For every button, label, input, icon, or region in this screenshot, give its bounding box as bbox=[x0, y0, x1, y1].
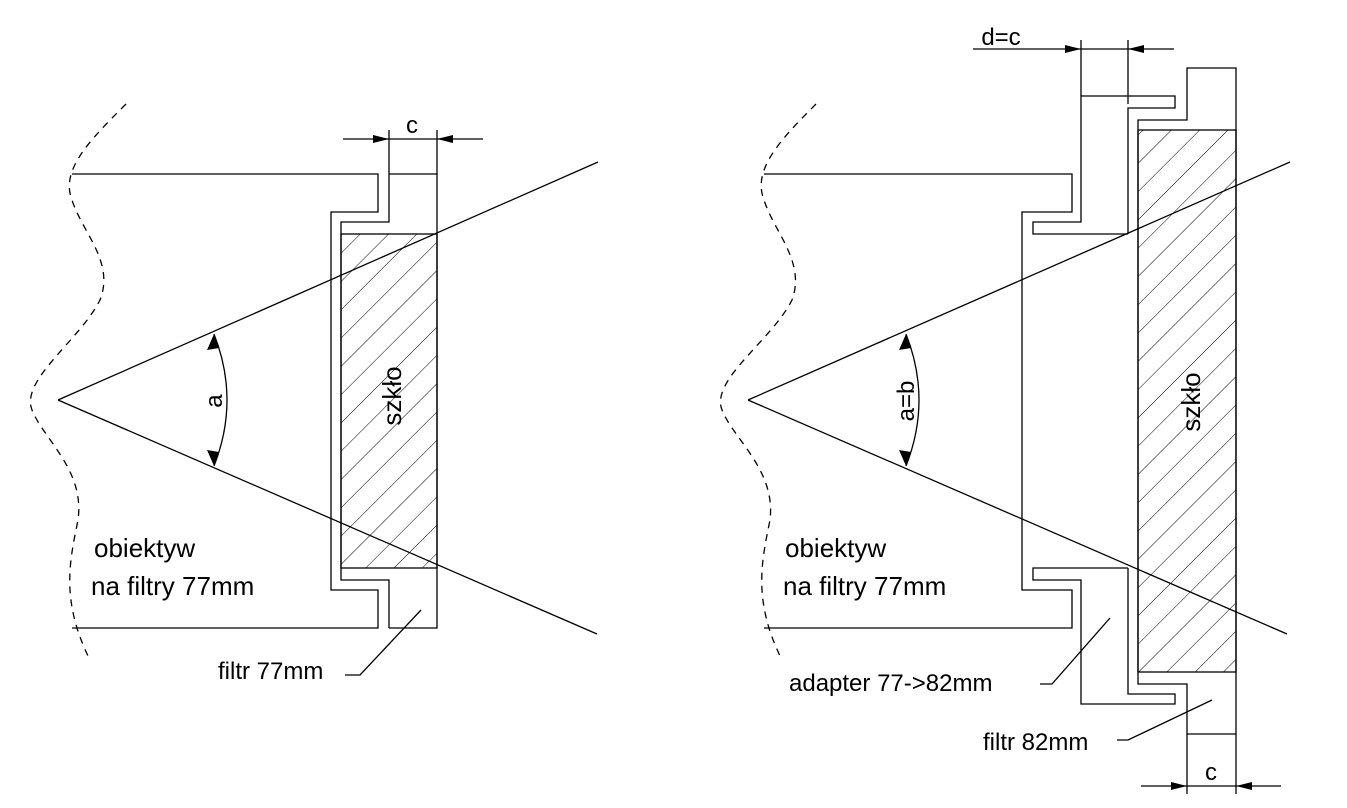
right-glass-label: szkło bbox=[1176, 372, 1206, 431]
right-angle-label: a=b bbox=[893, 381, 920, 422]
right-lens-label-line1: obiektyw bbox=[785, 533, 886, 563]
right-dim-c-arrow-left bbox=[1171, 782, 1187, 790]
left-angle-arrowhead-bottom bbox=[207, 450, 219, 466]
right-dim-c-arrow-right bbox=[1236, 782, 1252, 790]
right-lens-step bbox=[1032, 174, 1128, 235]
right-angle-arrowhead-bottom bbox=[899, 450, 911, 466]
right-filter-leader bbox=[1117, 699, 1213, 741]
right-adapter-leader bbox=[1040, 617, 1111, 685]
right-adapter-top bbox=[1080, 95, 1176, 234]
right-dim-c-label: c bbox=[1205, 759, 1217, 786]
left-lens-label-line1: obiektyw bbox=[94, 533, 195, 563]
left-filter-leader bbox=[345, 609, 422, 676]
right-glass bbox=[1137, 129, 1237, 673]
right-lens-label-line2: na filtry 77mm bbox=[783, 571, 946, 601]
left-ray-top bbox=[57, 161, 599, 401]
right-ray-top bbox=[747, 161, 1291, 401]
right-dim-d-label: d=c bbox=[981, 24, 1020, 51]
left-dim-c-arrow-right bbox=[437, 135, 453, 143]
right-adapter-label: adapter 77->82mm bbox=[789, 670, 992, 697]
right-dim-d-arrow-left bbox=[1065, 45, 1081, 53]
left-angle-label: a bbox=[201, 394, 228, 408]
left-lens-label-line2: na filtry 77mm bbox=[91, 571, 254, 601]
right-lens-body bbox=[764, 173, 1073, 629]
left-lens-body bbox=[72, 173, 379, 629]
left-dim-c-label: c bbox=[406, 112, 418, 139]
left-glass bbox=[340, 233, 438, 569]
left-angle-arc bbox=[213, 333, 228, 467]
left-filter-label: filtr 77mm bbox=[218, 658, 323, 685]
right-angle-arrowhead-top bbox=[899, 334, 911, 350]
left-dim-c-arrow-left bbox=[373, 135, 389, 143]
left-diagram: c a szkło obiektyw na filtry 77mm filtr … bbox=[29, 103, 599, 685]
right-lens-step-bottom bbox=[1032, 567, 1128, 628]
left-angle-arrowhead-top bbox=[207, 334, 219, 350]
right-diagram: d=c c a=b szkło obiektyw na filtry 77mm … bbox=[719, 24, 1291, 794]
left-ray-bottom bbox=[57, 399, 598, 635]
right-adapter-bottom bbox=[1080, 568, 1176, 705]
right-filter-label: filtr 82mm bbox=[983, 729, 1088, 756]
right-dim-d-arrow-right bbox=[1128, 45, 1144, 53]
left-glass-label: szkło bbox=[377, 366, 407, 425]
right-angle-arc bbox=[905, 333, 920, 467]
right-lens-break-line bbox=[719, 103, 817, 661]
left-lens-break-line bbox=[29, 103, 127, 661]
right-ray-bottom bbox=[747, 399, 1288, 635]
